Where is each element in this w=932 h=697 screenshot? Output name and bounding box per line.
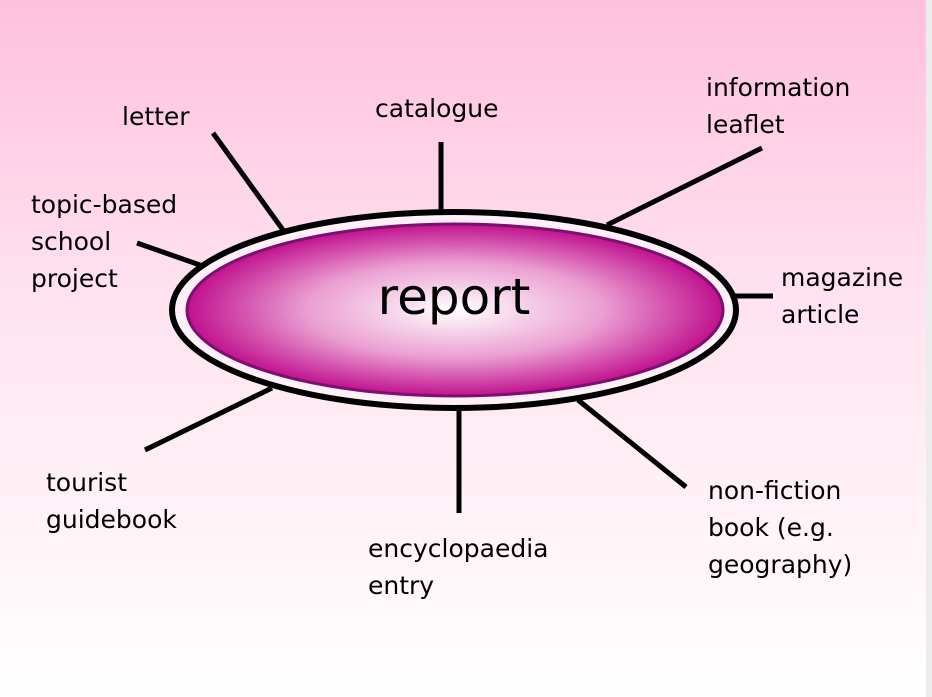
center-label: report [377, 268, 531, 326]
connector-topic-project [136, 240, 201, 268]
center-ellipse [185, 222, 725, 398]
label-topic-project: topic-based school project [31, 190, 178, 293]
connector-information-leaflet [605, 145, 764, 228]
label-encyclopaedia-entry: encyclopaedia entry [368, 534, 549, 600]
label-magazine-article: magazine article [781, 263, 904, 329]
connector-tourist-guidebook [143, 385, 274, 453]
connector-letter [210, 131, 286, 232]
label-catalogue: catalogue [375, 94, 499, 123]
label-information-leaflet: information leaflet [706, 73, 851, 139]
label-letter: letter [122, 102, 190, 131]
label-non-fiction-book: non-fiction book (e.g. geography) [708, 476, 853, 579]
label-tourist-guidebook: tourist guidebook [46, 468, 177, 534]
connector-non-fiction-book [576, 398, 688, 489]
